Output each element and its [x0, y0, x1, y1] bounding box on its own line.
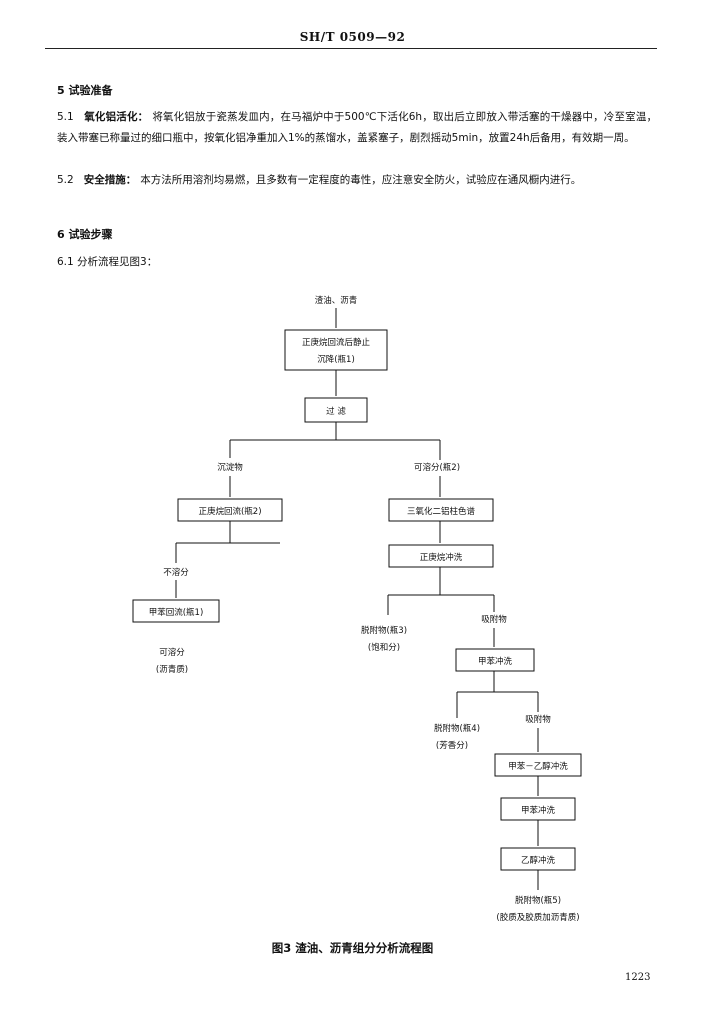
paragraph-6-1: 6.1 分析流程见图3： [57, 256, 158, 268]
flow-box-toluene-rinse-label: 甲苯冲洗 [478, 656, 513, 667]
paragraph-5-2-text: 本方法所用溶剂均易燃，且多数有一定程度的毒性，应注意安全防火，试验应在通风橱内进… [140, 174, 582, 186]
section-5-title: 5 试验准备 [57, 84, 113, 97]
flow-eluate-bottle5-label: 脱附物(瓶5) [515, 895, 561, 906]
flow-soluble-asphaltene-label: 可溶分 [159, 647, 185, 658]
flow-adsorbate-2-label: 吸附物 [525, 714, 551, 725]
flow-aromatics-note: (芳香分) [436, 740, 468, 751]
flow-box-alumina-column [388, 498, 494, 522]
flow-box-heptane-rinse [388, 544, 494, 568]
paragraph-5-2-number: 5.2 [57, 174, 74, 186]
flow-start-label: 渣油、沥青 [315, 295, 358, 306]
standard-number-header: SH/T 0509—92 [299, 30, 406, 44]
flow-box-heptane-rinse-label: 正庚烷冲洗 [420, 552, 463, 563]
flow-box-heptane-reflux-line2: 沉降(瓶1) [317, 354, 355, 365]
figure-caption: 图3 渣油、沥青组分分析流程图 [271, 941, 434, 955]
section-6-title: 6 试验步骤 [57, 228, 113, 241]
paragraph-5-1-number: 5.1 [57, 111, 74, 123]
flow-box-toluene-rinse-2-label: 甲苯冲洗 [521, 805, 556, 816]
flow-box-ethanol-rinse-label: 乙醇冲洗 [521, 855, 556, 866]
flow-precipitate-label: 沉淀物 [217, 462, 243, 473]
flow-box-toluene-ethanol-rinse-label: 甲苯－乙醇冲洗 [508, 761, 568, 772]
flow-box-alumina-column-label: 三氧化二铝柱色谱 [407, 506, 476, 517]
flow-eluate-bottle3-label: 脱附物(瓶3) [361, 625, 407, 636]
flow-box-filter-label: 过 滤 [326, 406, 346, 417]
flow-soluble-bottle2-label: 可溶分(瓶2) [414, 462, 460, 473]
flow-insoluble-label: 不溶分 [163, 567, 189, 578]
paragraph-5-1-text: 将氧化铝放于瓷蒸发皿内，在马福炉中于500℃下活化6h，取出后立即放入带活塞的干… [57, 111, 658, 144]
flow-adsorbate-1-label: 吸附物 [481, 614, 507, 625]
paragraph-5-1: 5.1 氧化铝活化：将氧化铝放于瓷蒸发皿内，在马福炉中于500℃下活化6h，取出… [57, 107, 657, 149]
paragraph-5-1-lead: 氧化铝活化： [84, 111, 149, 123]
flow-saturates-note: (饱和分) [368, 642, 400, 653]
paragraph-5-2: 5.2 安全措施：本方法所用溶剂均易燃，且多数有一定程度的毒性，应注意安全防火，… [57, 170, 657, 191]
header-rule [45, 48, 657, 49]
flow-resins-note: (胶质及胶质加沥青质) [496, 912, 579, 923]
flow-eluate-bottle4-label: 脱附物(瓶4) [434, 723, 480, 734]
flow-box-toluene-reflux [132, 599, 220, 623]
flow-box-heptane-reflux-2-label: 正庚烷回流(瓶2) [198, 506, 261, 517]
flow-box-toluene-rinse [455, 648, 535, 672]
flow-box-toluene-reflux-label: 甲苯回流(瓶1) [149, 607, 204, 618]
paragraph-5-2-lead: 安全措施： [83, 174, 137, 186]
flow-asphaltene-note: (沥青质) [156, 664, 188, 675]
page-number: 1223 [625, 972, 651, 983]
flow-box-heptane-reflux-line1: 正庚烷回流后静止 [302, 337, 371, 348]
